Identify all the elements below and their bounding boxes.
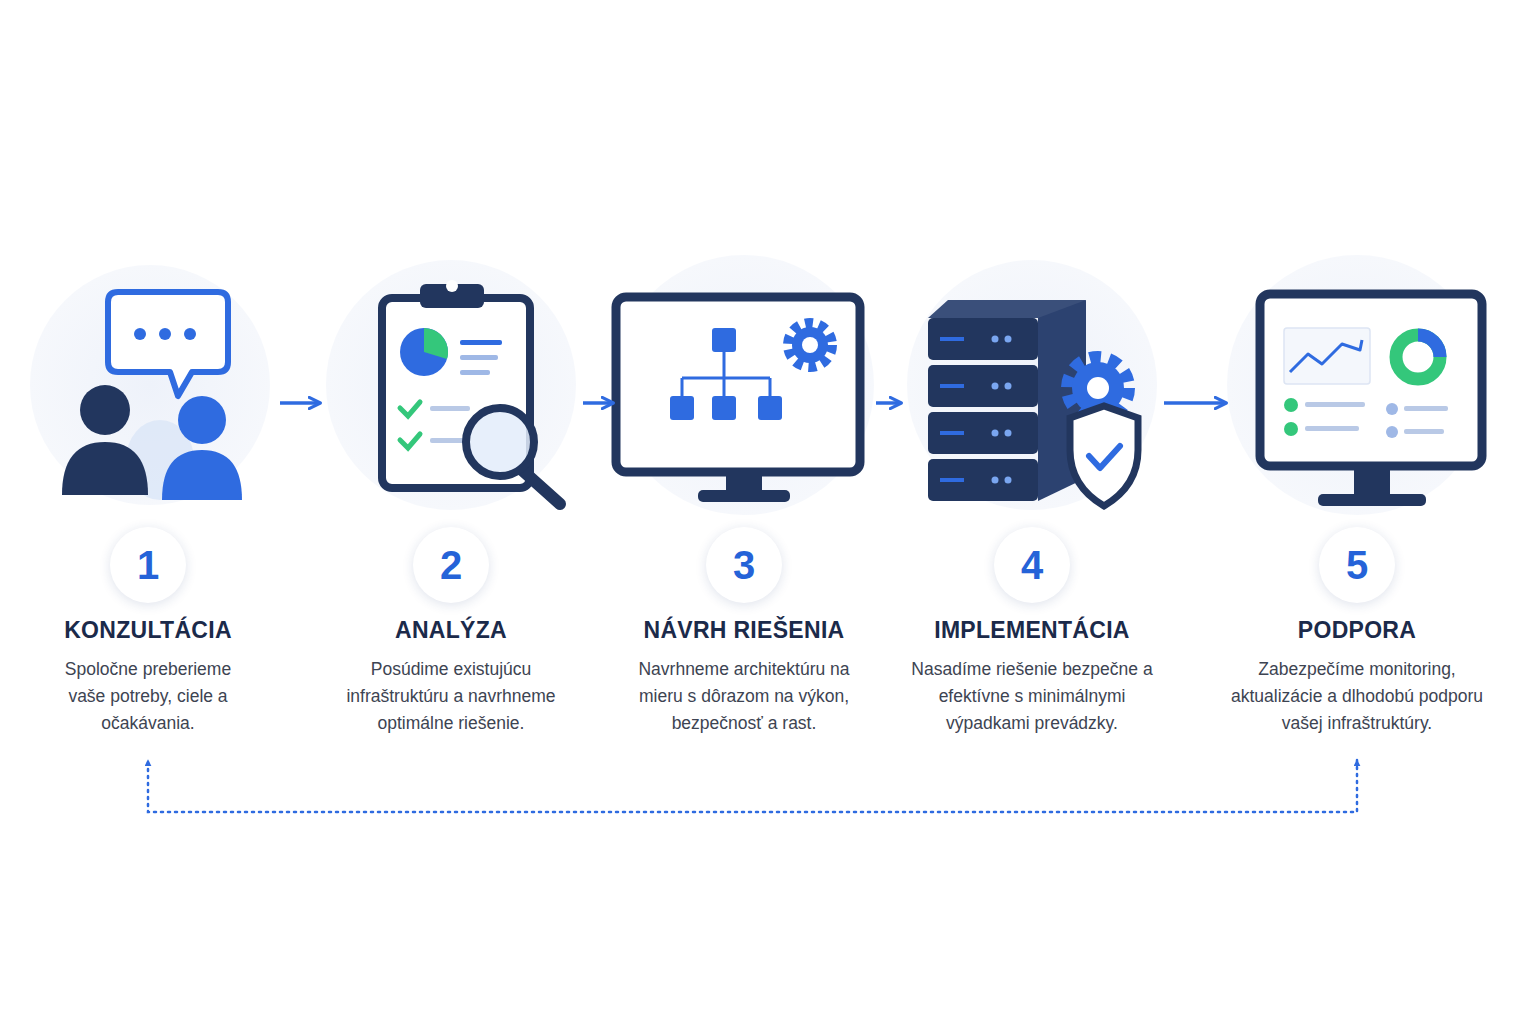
icon-halos	[30, 255, 1487, 515]
step-title: ANALÝZA	[321, 617, 581, 644]
flow-arrow	[876, 401, 900, 405]
step-title: IMPLEMENTÁCIA	[902, 617, 1162, 644]
step-column: 5PODPORA Zabezpečíme monitoring, aktualiz…	[1227, 250, 1487, 760]
step-description: Spoločne preberieme vaše potreby, ciele …	[48, 656, 248, 737]
step-title: KONZULTÁCIA	[18, 617, 278, 644]
step-description: Nasadíme riešenie bezpečne a efektívne s…	[908, 656, 1156, 737]
step-number: 4	[994, 527, 1070, 603]
step-number: 5	[1319, 527, 1395, 603]
step-column: 1KONZULTÁCIA Spoločne preberieme vaše pot…	[18, 250, 278, 760]
step-description: Navrhneme architektúru na mieru s dôrazo…	[632, 656, 857, 737]
step-title: NÁVRH RIEŠENIA	[614, 617, 874, 644]
step-column: 2ANALÝZA Posúdime existujúcu infraštruktú…	[321, 250, 581, 760]
flow-arrow	[1164, 401, 1225, 405]
step-number: 2	[413, 527, 489, 603]
step-description: Zabezpečíme monitoring, aktualizácie a d…	[1231, 656, 1483, 737]
implementation-icon	[928, 300, 1138, 506]
step-number: 1	[110, 527, 186, 603]
step-description: Posúdime existujúcu infraštruktúru a nav…	[331, 656, 571, 737]
step-title: PODPORA	[1227, 617, 1487, 644]
flow-arrow	[280, 401, 319, 405]
support-icon	[1260, 294, 1482, 506]
feedback-loop-arrow	[148, 760, 1357, 812]
step-column: 3NÁVRH RIEŠENIA Navrhneme architektúru na…	[614, 250, 874, 760]
design-icon	[616, 297, 860, 502]
step-number: 3	[706, 527, 782, 603]
analysis-icon	[382, 280, 560, 504]
consultation-icon	[62, 292, 242, 500]
step-column: 4IMPLEMENTÁCIA Nasadíme riešenie bezpečne…	[902, 250, 1162, 760]
flow-arrow	[583, 401, 612, 405]
